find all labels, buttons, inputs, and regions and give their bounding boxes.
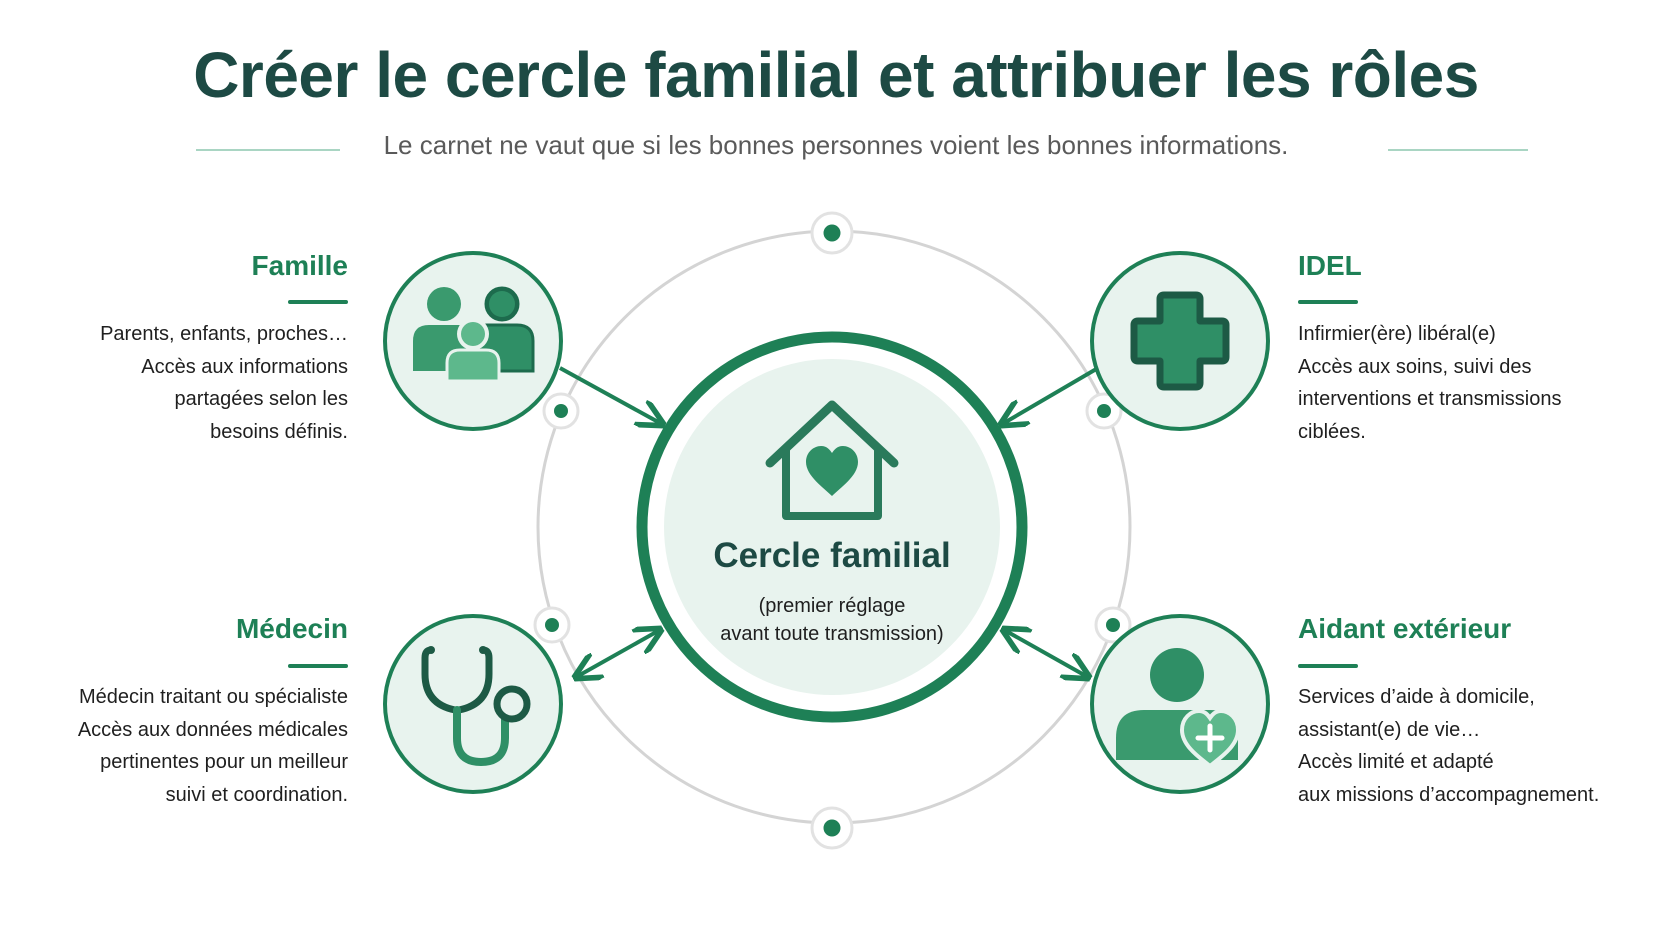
famille-underline	[288, 300, 348, 304]
house-heart-icon	[765, 400, 899, 520]
aidant-line: assistant(e) de vie…	[1298, 718, 1481, 741]
orbit-node-upper-left	[542, 392, 580, 430]
idel-title: IDEL	[1298, 250, 1362, 281]
famille-icon-circle	[383, 251, 563, 431]
idel-line: Infirmier(ère) libéral(e)	[1298, 323, 1496, 345]
idel-line: Accès aux soins, suivi des	[1298, 355, 1532, 378]
orbit-node-top	[810, 211, 854, 255]
medecin-line: Médecin traitant ou spécialiste	[78, 686, 348, 708]
medecin-line: suivi et coordination.	[165, 783, 348, 806]
idel-underline	[1298, 300, 1358, 304]
aidant-line: aux missions d’accompagnement.	[1298, 783, 1600, 806]
caregiver-icon	[1116, 648, 1241, 769]
idel-icon-circle	[1090, 251, 1270, 431]
famille-line: Accès aux informations	[141, 355, 348, 378]
famille-description: Parents, enfants, proches… Accès aux inf…	[100, 318, 348, 448]
center-subtitle-line: avant toute transmission)	[720, 623, 944, 645]
arrow-famille	[559, 366, 660, 423]
famille-line: partagées selon les	[174, 388, 348, 410]
arrow-idel	[1004, 366, 1100, 423]
center-circle	[636, 331, 1028, 723]
famille-title: Famille	[251, 250, 348, 281]
arrow-medecin	[578, 631, 658, 676]
idel-line: interventions et transmissions	[1298, 388, 1562, 410]
aidant-underline	[1298, 664, 1358, 668]
famille-line: besoins définis.	[210, 420, 348, 443]
medecin-underline	[288, 664, 348, 668]
subtitle-divider-left	[196, 149, 340, 151]
medecin-icon-circle	[383, 614, 563, 794]
aidant-title: Aidant extérieur	[1298, 613, 1512, 644]
page-subtitle: Le carnet ne vaut que si les bonnes pers…	[383, 130, 1289, 160]
stethoscope-icon	[421, 646, 531, 767]
center-title: Cercle familial	[713, 536, 951, 575]
medical-cross-icon	[1130, 291, 1230, 391]
arrow-aidant	[1006, 631, 1086, 676]
aidant-description: Services d’aide à domicile, assistant(e)…	[1298, 681, 1599, 811]
aidant-line: Accès limité et adapté	[1298, 751, 1494, 773]
medecin-line: pertinentes pour un meilleur	[100, 751, 348, 773]
family-icon	[413, 286, 535, 383]
idel-description: Infirmier(ère) libéral(e) Accès aux soin…	[1298, 318, 1561, 448]
center-subtitle: (premier réglage avant toute transmissio…	[632, 592, 1032, 648]
orbit-node-bottom	[810, 806, 854, 850]
medecin-description: Médecin traitant ou spécialiste Accès au…	[78, 681, 348, 811]
orbit-node-upper-right	[1085, 392, 1123, 430]
page-title: Créer le cercle familial et attribuer le…	[193, 39, 1479, 111]
center-subtitle-line: (premier réglage	[758, 595, 906, 617]
orbit-node-lower-left	[533, 606, 571, 644]
idel-line: ciblées.	[1298, 420, 1366, 443]
medecin-title: Médecin	[235, 613, 348, 644]
aidant-line: Services d’aide à domicile,	[1298, 686, 1535, 708]
orbit-node-lower-right	[1094, 606, 1132, 644]
aidant-icon-circle	[1090, 614, 1270, 794]
medecin-line: Accès aux données médicales	[77, 718, 348, 741]
famille-line: Parents, enfants, proches…	[100, 323, 348, 345]
subtitle-divider-right	[1388, 149, 1528, 151]
